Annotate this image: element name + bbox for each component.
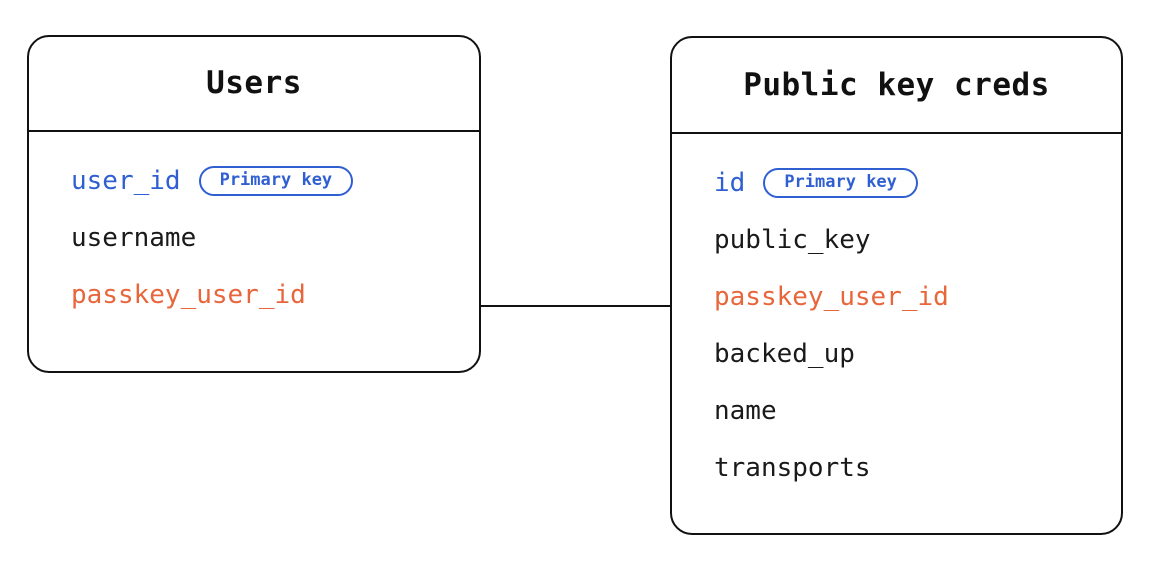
- field-name-public-key: public_key: [714, 224, 871, 255]
- primary-key-badge: Primary key: [198, 165, 354, 196]
- entity-public-key-creds-title: Public key creds: [743, 66, 1050, 103]
- entity-users-header: Users: [29, 37, 479, 132]
- field-row-public-key[interactable]: public_key: [672, 211, 1121, 268]
- field-name-id: id: [714, 167, 746, 198]
- primary-key-badge-label: Primary key: [784, 172, 897, 192]
- field-name-backed-up: backed_up: [714, 338, 855, 369]
- entity-users-field-list: user_id Primary key username passkey_use…: [29, 132, 479, 323]
- entity-public-key-creds-header: Public key creds: [672, 38, 1121, 134]
- field-row-transports[interactable]: transports: [672, 439, 1121, 496]
- primary-key-badge-label: Primary key: [219, 170, 333, 190]
- field-name-transports: transports: [714, 452, 871, 483]
- field-name-user-id: user_id: [71, 165, 181, 196]
- entity-users-title: Users: [206, 65, 302, 101]
- primary-key-badge: Primary key: [763, 167, 918, 198]
- field-name-passkey-user-id: passkey_user_id: [714, 281, 949, 312]
- field-name-username: username: [71, 222, 197, 253]
- field-row-id[interactable]: id Primary key: [672, 154, 1121, 211]
- field-row-passkey-user-id[interactable]: passkey_user_id: [29, 266, 479, 323]
- field-name-passkey-user-id: passkey_user_id: [71, 279, 306, 310]
- field-row-user-id[interactable]: user_id Primary key: [29, 152, 479, 209]
- field-row-name[interactable]: name: [672, 382, 1121, 439]
- field-name-name: name: [714, 395, 777, 426]
- field-row-username[interactable]: username: [29, 209, 479, 266]
- field-row-passkey-user-id[interactable]: passkey_user_id: [672, 268, 1121, 325]
- relationship-connector-passkey-user-id: [479, 305, 672, 307]
- entity-public-key-creds[interactable]: Public key creds id Primary key public_k…: [670, 36, 1123, 535]
- field-row-backed-up[interactable]: backed_up: [672, 325, 1121, 382]
- entity-users[interactable]: Users user_id Primary key username passk…: [27, 35, 481, 373]
- entity-public-key-creds-field-list: id Primary key public_key passkey_user_i…: [672, 134, 1121, 496]
